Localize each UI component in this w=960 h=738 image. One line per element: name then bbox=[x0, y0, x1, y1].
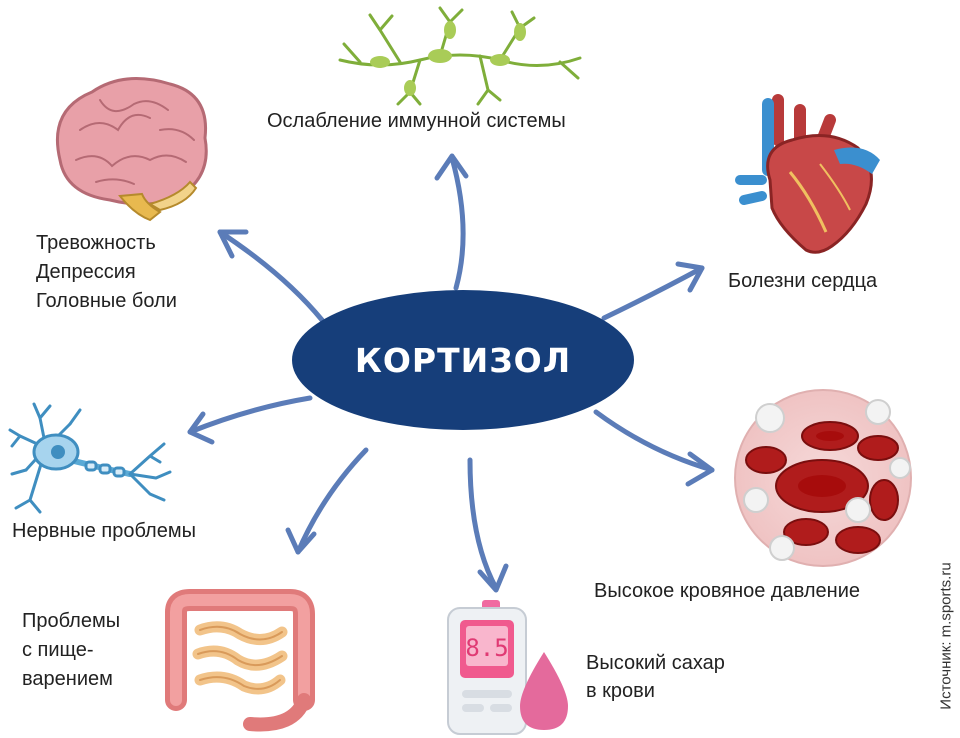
arrow-to-immune bbox=[434, 153, 469, 291]
cortisol-ellipse bbox=[292, 290, 634, 430]
blood-cells-icon bbox=[734, 389, 912, 567]
arrow-to-mind bbox=[217, 229, 325, 323]
arrow-to-sugar bbox=[467, 457, 509, 593]
label-sugar-line-2: в крови bbox=[586, 680, 655, 702]
label-anxiety: Тревожность bbox=[36, 232, 156, 254]
neuron-icon bbox=[8, 402, 172, 514]
blood-drop-icon bbox=[520, 652, 568, 730]
immune-cells-icon bbox=[338, 6, 582, 106]
label-blood-pressure: Высокое кровяное давление bbox=[594, 580, 861, 602]
heart-icon bbox=[735, 94, 880, 254]
label-digestion-line-3: варением bbox=[22, 668, 113, 690]
glucometer-reading: 8.5 bbox=[465, 634, 508, 662]
label-digestion-line-2: с пище- bbox=[22, 639, 94, 661]
source-credit: Источник: m.sports.ru bbox=[937, 562, 955, 710]
label-nerves: Нервные проблемы bbox=[12, 520, 196, 542]
arrow-to-nerves bbox=[187, 395, 313, 445]
glucometer-icon: 8.5 bbox=[447, 600, 527, 735]
arrow-to-digestion bbox=[285, 447, 369, 555]
label-headaches: Головные боли bbox=[36, 290, 177, 312]
brain-icon bbox=[55, 77, 208, 222]
arrows bbox=[187, 153, 715, 593]
cortisol-label: КОРТИЗОЛ bbox=[354, 340, 572, 380]
label-depression: Депрессия bbox=[36, 261, 136, 283]
label-heart: Болезни сердца bbox=[728, 270, 878, 292]
label-sugar-line-1: Высокий сахар bbox=[586, 652, 725, 674]
label-digestion-line-1: Проблемы bbox=[22, 610, 121, 632]
arrow-to-heart bbox=[601, 261, 705, 321]
intestines-icon bbox=[165, 589, 315, 732]
label-immune: Ослабление иммунной системы bbox=[267, 110, 566, 132]
arrow-to-blood-pressure bbox=[593, 409, 715, 487]
